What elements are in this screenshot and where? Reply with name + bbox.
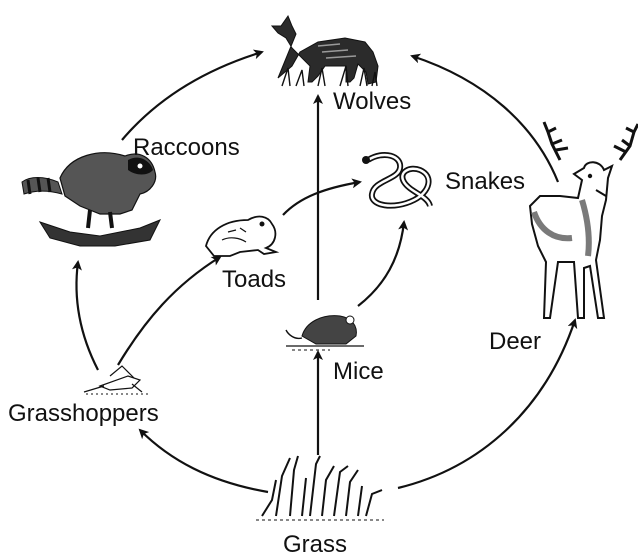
grasshopper-illustration xyxy=(84,366,150,394)
snakes-label: Snakes xyxy=(445,170,525,194)
wolves-label: Wolves xyxy=(333,90,411,114)
arrow-deer-to-wolves xyxy=(412,56,558,182)
grass-label: Grass xyxy=(283,533,347,557)
arrow-grass-to-grasshoppers xyxy=(140,430,268,492)
arrow-grass-to-deer xyxy=(398,320,575,488)
raccoons-label: Raccoons xyxy=(133,136,240,160)
toads-label: Toads xyxy=(222,268,286,292)
mice-label: Mice xyxy=(333,360,384,384)
grass-illustration xyxy=(256,456,384,520)
deer-illustration xyxy=(530,122,638,318)
arrow-grasshoppers-to-raccoons xyxy=(76,262,98,370)
mouse-illustration xyxy=(286,316,364,350)
arrow-raccoons-to-wolves xyxy=(122,52,262,140)
toad-illustration xyxy=(206,217,276,256)
raccoon-illustration xyxy=(22,153,160,246)
snake-illustration xyxy=(362,155,430,206)
grasshoppers-label: Grasshoppers xyxy=(8,402,159,426)
arrow-grasshoppers-to-toads xyxy=(118,257,220,365)
deer-label: Deer xyxy=(489,330,541,354)
arrow-toads-to-snakes xyxy=(283,182,360,215)
arrow-mice-to-snakes xyxy=(358,222,404,306)
wolf-illustration xyxy=(272,16,378,86)
